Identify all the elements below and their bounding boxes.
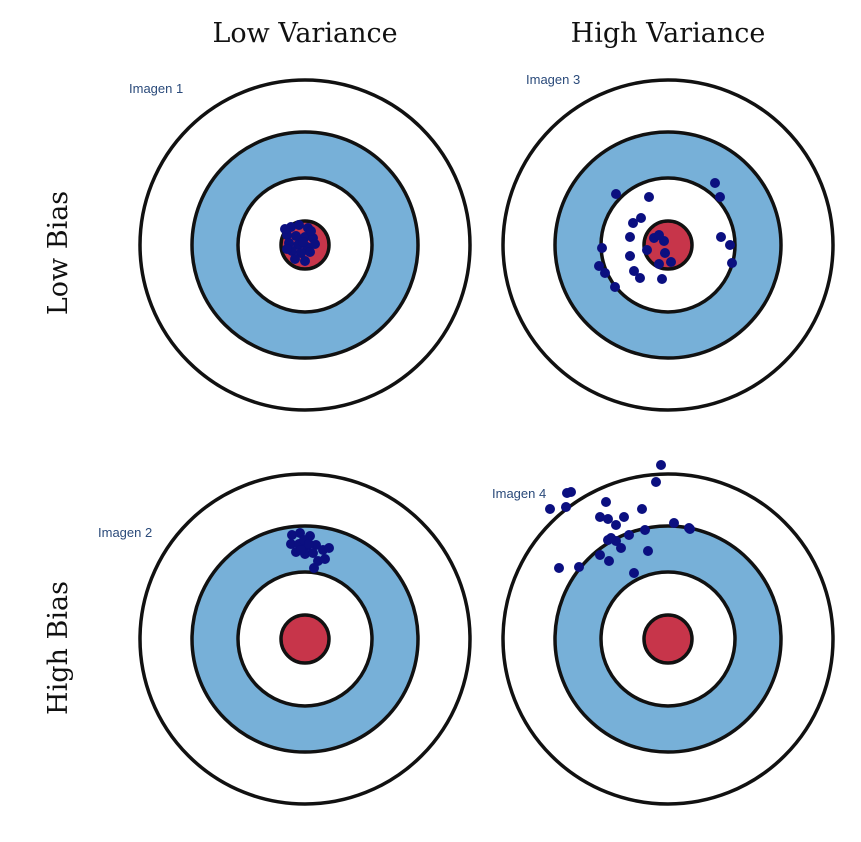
shot-point	[727, 258, 737, 268]
shot-point	[291, 231, 301, 241]
shot-point	[595, 512, 605, 522]
panel-label-imagen-2: Imagen 2	[98, 525, 152, 540]
shot-point	[625, 232, 635, 242]
bullseye	[279, 613, 331, 665]
shot-point	[619, 512, 629, 522]
shot-point	[298, 237, 308, 247]
shot-point	[643, 546, 653, 556]
panel-label-imagen-4: Imagen 4	[492, 486, 546, 501]
shot-point	[640, 525, 650, 535]
shot-point	[562, 488, 572, 498]
shot-point	[725, 240, 735, 250]
column-title-high-variance: High Variance	[571, 18, 766, 49]
shot-point	[616, 543, 626, 553]
shot-point	[637, 504, 647, 514]
shot-point	[715, 192, 725, 202]
shot-point	[685, 524, 695, 534]
shot-point	[304, 539, 314, 549]
shot-point	[651, 477, 661, 487]
shot-point	[282, 244, 292, 254]
target-high-bias-high-variance	[501, 460, 835, 806]
shot-point	[635, 273, 645, 283]
shot-point	[286, 539, 296, 549]
shot-point	[545, 504, 555, 514]
shot-point	[600, 268, 610, 278]
shot-point	[306, 226, 316, 236]
row-title-low-bias: Low Bias	[43, 191, 74, 315]
column-title-low-variance: Low Variance	[212, 18, 397, 49]
shot-point	[320, 554, 330, 564]
shot-point	[290, 254, 300, 264]
shot-point	[594, 261, 604, 271]
shot-point	[595, 550, 605, 560]
shot-point	[611, 189, 621, 199]
shot-point	[628, 218, 638, 228]
shot-point	[629, 568, 639, 578]
target-low-bias-low-variance	[138, 78, 472, 412]
shot-point	[636, 213, 646, 223]
shot-point	[654, 230, 664, 240]
shot-point	[611, 520, 621, 530]
shot-point	[561, 502, 571, 512]
shot-point	[300, 256, 310, 266]
shot-point	[280, 224, 290, 234]
shot-point	[666, 257, 676, 267]
panel-label-imagen-3: Imagen 3	[526, 72, 580, 87]
shot-point	[308, 548, 318, 558]
shot-point	[597, 243, 607, 253]
bullseye	[642, 613, 694, 665]
shot-point	[644, 192, 654, 202]
shot-point	[660, 248, 670, 258]
shot-point	[601, 497, 611, 507]
shot-point	[710, 178, 720, 188]
shot-point	[654, 259, 664, 269]
shot-point	[716, 232, 726, 242]
shot-point	[324, 543, 334, 553]
shot-point	[305, 247, 315, 257]
shot-point	[625, 251, 635, 261]
shot-point	[606, 533, 616, 543]
target-high-bias-low-variance	[138, 472, 472, 806]
shot-point	[554, 563, 564, 573]
shot-point	[574, 562, 584, 572]
shot-point	[624, 530, 634, 540]
shot-point	[656, 460, 666, 470]
shot-point	[657, 274, 667, 284]
shot-point	[669, 518, 679, 528]
shot-point	[629, 266, 639, 276]
shot-point	[603, 514, 613, 524]
shot-point	[642, 245, 652, 255]
shot-point	[287, 530, 297, 540]
shot-point	[604, 556, 614, 566]
shot-point	[296, 545, 306, 555]
shot-point	[309, 563, 319, 573]
panel-label-imagen-1: Imagen 1	[129, 81, 183, 96]
target-low-bias-high-variance	[501, 78, 835, 412]
shot-point	[294, 220, 304, 230]
shot-point	[310, 239, 320, 249]
row-title-high-bias: High Bias	[43, 581, 74, 715]
shot-point	[610, 282, 620, 292]
